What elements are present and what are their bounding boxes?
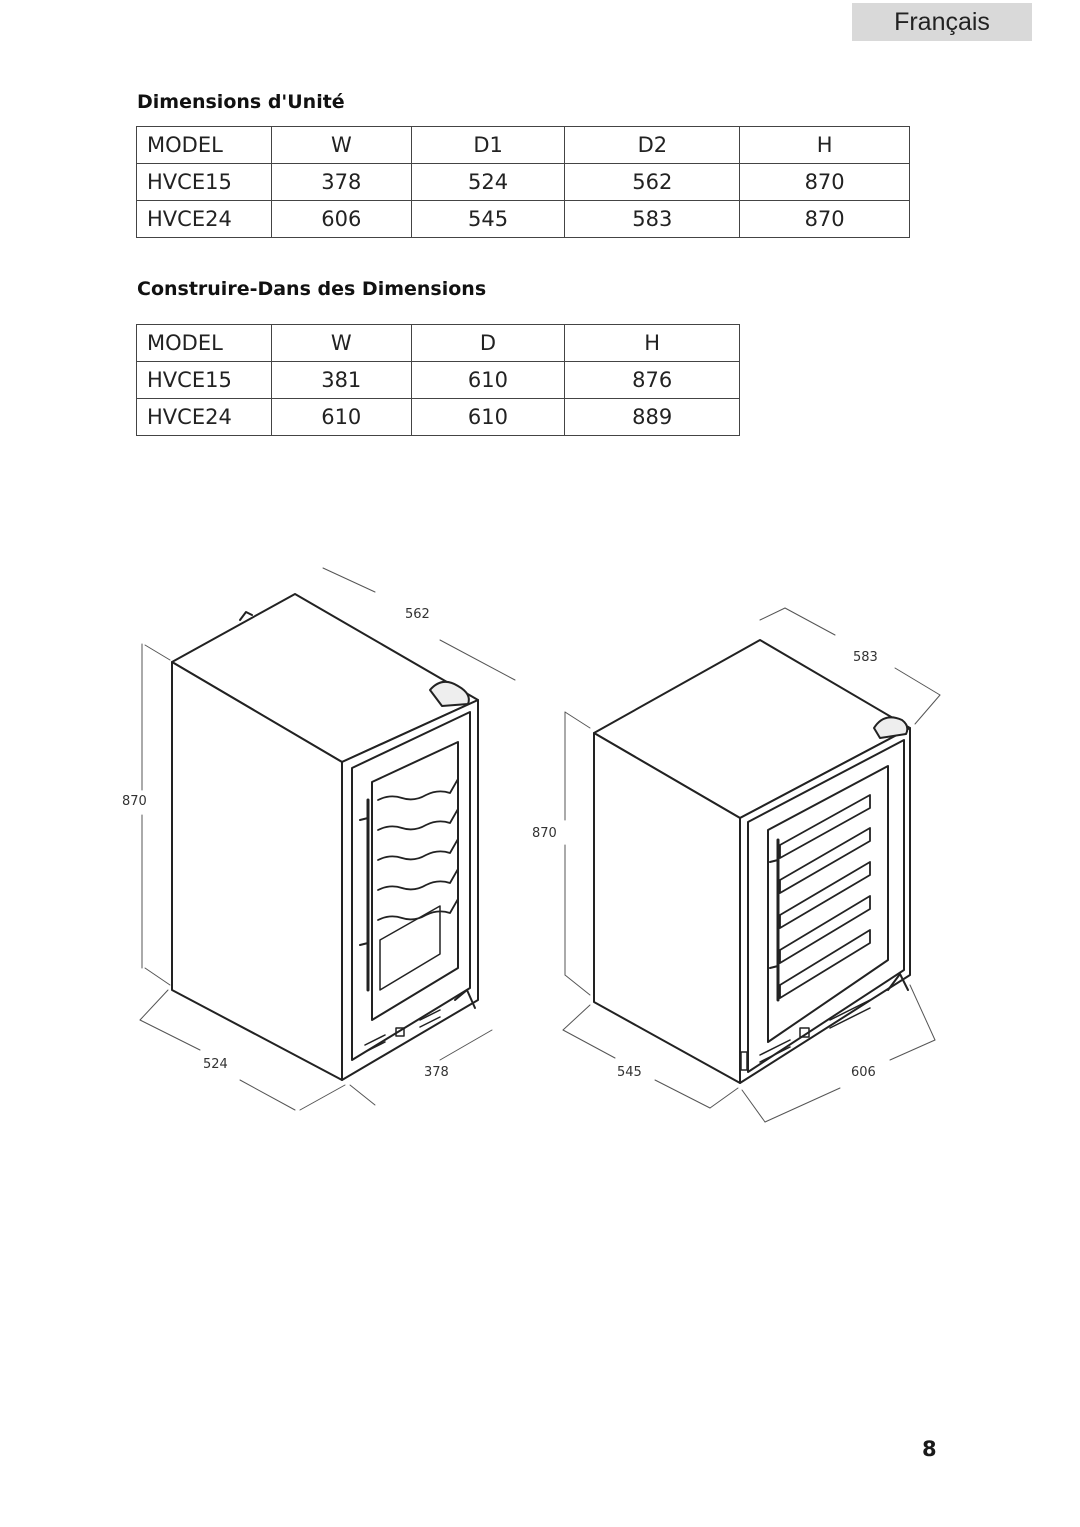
table-row: HVCE24 606 545 583 870 [136, 200, 910, 238]
dimension-label: 606 [851, 1065, 876, 1080]
right-dimension-lines [562, 607, 941, 1123]
section-title-unit-dimensions: Dimensions d'Unité [137, 91, 345, 113]
handle-bracket [359, 817, 369, 821]
door-frame [351, 711, 471, 1061]
table-row: HVCE15 378 524 562 870 [136, 163, 910, 201]
door-glass [767, 765, 889, 1043]
unit-dimensions-table: MODEL W D1 D2 H HVCE15 378 524 562 870 H… [136, 126, 910, 238]
table-header-cell: MODEL [136, 126, 272, 164]
table-cell: HVCE15 [136, 361, 272, 399]
front-vents [364, 1009, 441, 1053]
leveling-foot [454, 989, 476, 1009]
left-dimension-lines [139, 567, 516, 1111]
table-cell: 381 [270, 361, 412, 399]
table-cell: 889 [564, 398, 740, 436]
built-in-dimensions-table: MODEL W D H HVCE15 381 610 876 HVCE24 61… [136, 324, 740, 436]
table-header-cell: MODEL [136, 324, 272, 362]
table-header-row: MODEL W D H [136, 324, 740, 362]
leveling-foot [887, 973, 909, 991]
door-frame [747, 739, 905, 1073]
table-cell: 610 [410, 361, 566, 399]
table-cell: 545 [410, 200, 566, 238]
hinge-cap [429, 680, 470, 707]
dimension-label: 870 [532, 826, 557, 841]
handle-bracket [769, 965, 779, 969]
left-wine-cooler-drawing [171, 593, 479, 1081]
table-header-cell: W [270, 324, 412, 362]
table-row: HVCE24 610 610 889 [136, 398, 740, 436]
table-header-row: MODEL W D1 D2 H [136, 126, 910, 164]
section-title-built-in-dimensions: Construire-Dans des Dimensions [137, 278, 487, 300]
table-header-cell: W [270, 126, 412, 164]
table-cell: HVCE15 [136, 163, 272, 201]
dimension-label: 583 [853, 650, 878, 665]
hinge-cap [873, 716, 909, 739]
handle-bracket [769, 859, 779, 863]
table-cell: HVCE24 [136, 200, 272, 238]
table-cell: 562 [564, 163, 741, 201]
table-header-cell: H [739, 126, 910, 164]
dimension-label: 870 [122, 794, 147, 809]
door-glass [371, 741, 459, 1021]
dimension-label: 524 [203, 1057, 228, 1072]
table-cell: 606 [270, 200, 412, 238]
table-cell: 870 [739, 163, 910, 201]
front-vents [740, 999, 871, 1071]
rear-bracket [239, 611, 253, 621]
right-wine-cooler-drawing [593, 639, 911, 1084]
language-tab: Français [852, 3, 1032, 41]
table-cell: 378 [270, 163, 412, 201]
dimension-label: 378 [424, 1065, 449, 1080]
table-cell: 876 [564, 361, 740, 399]
table-cell: 870 [739, 200, 910, 238]
bottom-compartment [379, 905, 441, 991]
table-cell: HVCE24 [136, 398, 272, 436]
dimension-label: 545 [617, 1065, 642, 1080]
page-number: 8 [922, 1437, 937, 1461]
table-cell: 610 [270, 398, 412, 436]
wine-shelves [779, 794, 871, 999]
table-cell: 583 [564, 200, 741, 238]
table-header-cell: H [564, 324, 740, 362]
table-header-cell: D [410, 324, 566, 362]
table-cell: 524 [410, 163, 566, 201]
table-row: HVCE15 381 610 876 [136, 361, 740, 399]
dimension-label: 562 [405, 607, 430, 622]
handle-bracket [359, 942, 369, 946]
